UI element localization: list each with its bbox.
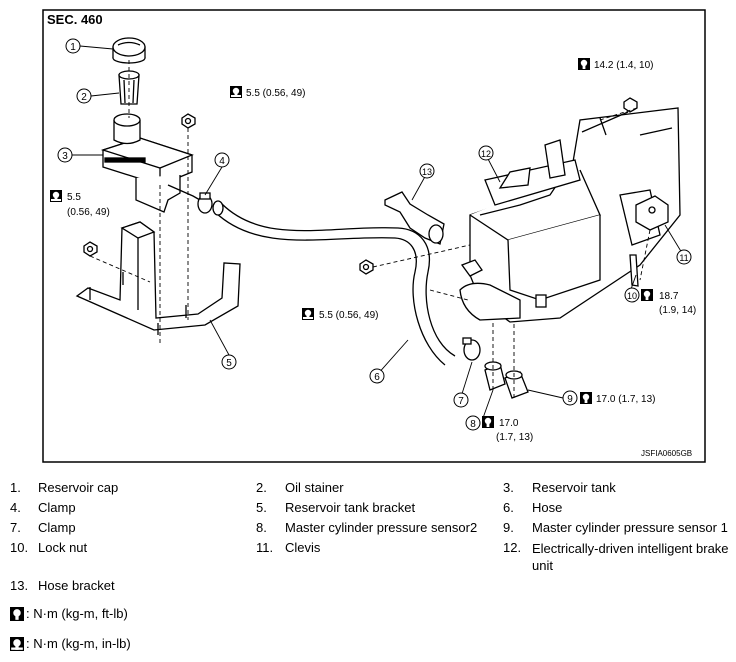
svg-text:5.5: 5.5 [67,192,81,203]
legend-label: Oil stainer [285,480,344,495]
callouts: 1 2 3 4 5 6 7 8 9 10 11 12 13 [57,38,692,431]
svg-text:5.5 (0.56, 49): 5.5 (0.56, 49) [246,88,305,99]
legend-label: Clamp [38,500,76,515]
legend-label: Lock nut [38,540,88,555]
legend-num: 7. [10,520,21,535]
callout-5: 5 [221,354,237,370]
svg-text:6: 6 [374,372,380,383]
leader-lines [72,45,683,419]
svg-text:8: 8 [470,419,476,430]
callout-8: 8 [465,415,481,431]
torque-top-right: 14.2 (1.4, 10) [578,58,653,71]
svg-text:(1.9, 14): (1.9, 14) [659,305,696,316]
legend-num: 3. [503,480,514,495]
torque-sensor-2: 17.0 (1.7, 13) [482,416,533,443]
callout-1: 1 [65,38,81,54]
clamp-7 [462,337,481,361]
callout-11: 11 [676,249,692,265]
svg-text:17.0 (1.7, 13): 17.0 (1.7, 13) [596,394,655,405]
legend-label: Electrically-driven intelligent brake un… [532,541,729,573]
legend-num: 13. [10,578,29,593]
legend-label: Clamp [38,520,76,535]
svg-text:12: 12 [481,149,491,159]
clamp-4 [197,192,213,214]
brake-unit [459,107,681,323]
legend-num: 12. [503,540,522,555]
legend-label: Hose bracket [38,578,115,593]
svg-text:11: 11 [679,253,688,263]
callout-12: 12 [478,145,494,161]
svg-text:10: 10 [627,291,637,301]
svg-text:3: 3 [62,151,68,162]
callout-2: 2 [76,88,92,104]
unit-ftlb-label: : N·m (kg-m, ft-lb) [26,606,128,621]
legend-label: Master cylinder pressure sensor2 [285,520,478,535]
legend-num: 9. [503,520,514,535]
torque-wrench-inlb-icon [10,636,24,651]
callout-4: 4 [214,152,230,168]
svg-text:4: 4 [219,156,225,167]
torque-left: 5.5 (0.56, 49) [50,190,110,218]
unit-inlb-label: : N·m (kg-m, in-lb) [26,636,131,651]
callout-9: 9 [562,390,578,406]
unit-inlb: : N·m (kg-m, in-lb) [10,636,131,651]
bracket-nut-left [83,241,98,257]
reservoir-cap [112,37,146,64]
callout-7: 7 [453,392,469,408]
callout-13: 13 [419,163,435,179]
legend-label: Clevis [285,540,321,555]
legend-label: Reservoir tank bracket [285,500,416,515]
clevis [635,195,669,231]
unit-ftlb: : N·m (kg-m, ft-lb) [10,606,128,621]
legend-label: Reservoir cap [38,480,119,495]
legend-num: 10. [10,540,29,555]
reservoir-tank [100,113,201,213]
hose [212,200,456,366]
svg-text:5.5 (0.56, 49): 5.5 (0.56, 49) [319,310,378,321]
torque-sensor-1: 17.0 (1.7, 13) [580,392,655,405]
svg-text:18.7: 18.7 [659,291,679,302]
legend-num: 4. [10,500,21,515]
svg-text:17.0: 17.0 [499,418,519,429]
legend-num: 5. [256,500,267,515]
figure-id: JSFIA0605GB [641,449,692,458]
assembly-lines [89,60,651,398]
legend-num: 6. [503,500,514,515]
legend-label: Hose [532,500,563,515]
callout-3: 3 [57,147,73,163]
legend-label: Reservoir tank [532,480,616,495]
torque-bracket-nut: 5.5 (0.56, 49) [230,86,305,99]
svg-text:(1.7, 13): (1.7, 13) [496,432,533,443]
bracket-nut-top [181,113,196,129]
torque-mid-nut: 5.5 (0.56, 49) [302,308,378,321]
svg-text:7: 7 [458,396,464,407]
reservoir-tank-bracket [75,221,241,335]
callout-10: 10 [624,287,640,303]
svg-text:(0.56, 49): (0.56, 49) [67,207,110,218]
torque-locknut: 18.7 (1.9, 14) [641,289,696,316]
legend-num: 11. [256,540,274,555]
torque-wrench-icon [10,606,24,621]
torque-specs: 14.2 (1.4, 10) 5.5 (0.56, 49) 5.5 (0.56,… [50,58,696,443]
svg-text:9: 9 [567,394,573,405]
legend-num: 1. [10,480,21,495]
legend-label: Master cylinder pressure sensor 1 [532,520,728,535]
legend-num: 2. [256,480,267,495]
section-label: SEC. 460 [47,12,103,27]
legend-num: 8. [256,520,267,535]
svg-text:14.2 (1.4, 10): 14.2 (1.4, 10) [594,60,653,71]
svg-text:13: 13 [422,167,432,177]
callout-6: 6 [369,368,385,384]
svg-text:5: 5 [226,358,232,369]
svg-text:2: 2 [81,92,87,103]
exploded-parts-diagram: SEC. 460 JSFIA0605GB [42,9,706,463]
hose-bracket [384,191,445,245]
svg-text:1: 1 [70,42,76,53]
hose-bracket-nut [359,259,374,275]
